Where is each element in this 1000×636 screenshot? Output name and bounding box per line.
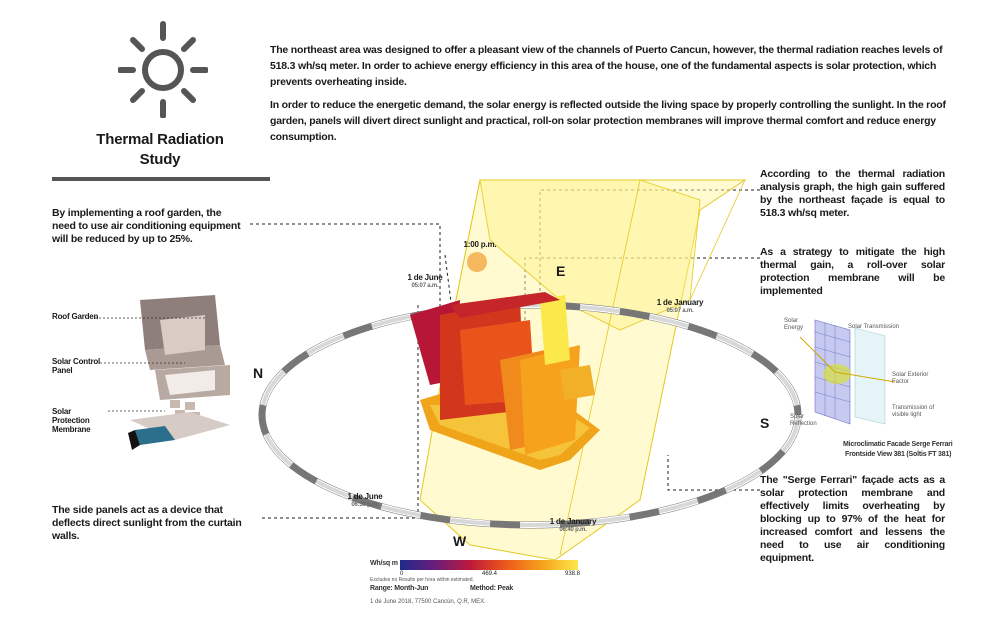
sun-label-noon: 1:00 p.m. — [463, 240, 497, 249]
compass-west: W — [453, 533, 467, 549]
sun-label-june-top: 1 de June 05:07 a.m. — [395, 273, 455, 291]
axon-leader-lines — [95, 317, 205, 412]
sun-position-marker — [467, 252, 487, 272]
legend-max: 938.8 — [565, 571, 581, 577]
sun-label-june-bottom: 1 de June 06:30 p.m. — [335, 492, 395, 510]
sun-label-jan-bottom-time: 06:40 p.m. — [559, 527, 587, 533]
note-side-panels: The side panels act as a device that def… — [52, 504, 242, 542]
legend-note: Excludes no Results per hora within esti… — [370, 577, 474, 583]
title-line-1: Thermal Radiation — [96, 131, 224, 148]
sun-label-jan-bottom: 1 de January 06:40 p.m. — [538, 517, 608, 535]
legend-range: Range: Month-Jun — [370, 585, 429, 592]
membrane-diagram — [799, 319, 896, 425]
membrane-caption-2: Frontside View 381 (Soltis FT 381) — [845, 451, 952, 458]
membrane-caption-1: Microclimatic Facade Serge Ferrari — [843, 441, 953, 448]
membrane-solar-transmission: Solar Transmission — [848, 324, 900, 330]
legend-unit: Wh/sq m — [370, 560, 398, 567]
legend-colorbar — [400, 560, 578, 570]
intro-paragraph-1: The northeast area was designed to offer… — [270, 44, 943, 88]
axonometric-house — [128, 295, 230, 450]
note-strategy: As a strategy to mitigate the high therm… — [760, 246, 945, 297]
sun-label-june-top-time: 05:07 a.m. — [411, 283, 439, 289]
sun-label-june-top-date: 1 de June — [407, 273, 443, 282]
membrane-solar-reflection: Solar Reflection — [790, 414, 817, 427]
sun-icon — [118, 21, 208, 118]
note-serge-ferrari: The "Serge Ferrari" façade acts as a sol… — [760, 474, 945, 564]
legend-method: Method: Peak — [470, 585, 514, 592]
sun-label-june-bottom-time: 06:30 p.m. — [351, 502, 379, 508]
note-roof-garden: By implementing a roof garden, the need … — [52, 207, 241, 245]
sun-label-jan-top: 1 de January 05:07 a.m. — [645, 298, 715, 316]
membrane-solar-exterior-factor: Solar Exterior Factor — [892, 372, 929, 385]
legend-min: 0 — [400, 571, 404, 577]
membrane-solar-energy: Solar Energy — [784, 318, 804, 331]
axon-label-solar-control: Solar Control Panel — [52, 357, 101, 375]
compass-east: E — [556, 263, 566, 279]
sun-label-jan-bottom-date: 1 de January — [549, 517, 597, 526]
axon-label-roof-garden: Roof Garden — [52, 312, 99, 321]
legend-mid: 469.4 — [482, 571, 498, 577]
sun-label-jan-top-time: 05:07 a.m. — [666, 308, 694, 314]
note-analysis: According to the thermal radiation analy… — [760, 168, 945, 219]
compass-north: N — [253, 365, 264, 381]
intro-paragraph-2: In order to reduce the energetic demand,… — [270, 99, 946, 143]
footer-location: 1 de June 2018, 77500 Cancún, Q.R, MEX. — [370, 599, 486, 605]
sun-label-june-bottom-date: 1 de June — [347, 492, 383, 501]
sun-label-jan-top-date: 1 de January — [656, 298, 704, 307]
page-title: Thermal Radiation Study — [90, 130, 230, 170]
title-divider — [52, 177, 270, 181]
membrane-visible-light: Transmission of visible light — [892, 405, 935, 418]
title-line-2: Study — [139, 151, 181, 168]
compass-south: S — [760, 415, 770, 431]
building-heatmap — [410, 292, 600, 470]
axon-label-solar-protection: Solar Protection Membrane — [52, 407, 91, 434]
